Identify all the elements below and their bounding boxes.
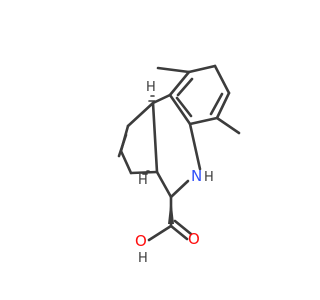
bond bbox=[168, 93, 192, 126]
bond bbox=[126, 101, 155, 128]
bond-nh-aryl bbox=[188, 122, 202, 171]
stereo-h-mid: H bbox=[138, 173, 148, 188]
bond bbox=[213, 64, 231, 95]
double-bond-co bbox=[173, 219, 193, 236]
bond bbox=[151, 93, 172, 105]
methyl-bond-top bbox=[156, 66, 191, 74]
molecule-structure: H H N H O H O bbox=[117, 64, 241, 266]
nitrogen-label: N bbox=[191, 167, 202, 185]
bond bbox=[155, 170, 173, 199]
methyl-bond-right bbox=[215, 116, 241, 135]
bond bbox=[187, 64, 217, 74]
carbonyl-oxygen-label: O bbox=[188, 230, 200, 248]
double-bond-inner bbox=[176, 77, 194, 97]
bond bbox=[188, 116, 219, 126]
bond bbox=[215, 91, 231, 120]
hash-bond-mid bbox=[142, 170, 150, 175]
hash-bond-top bbox=[148, 95, 156, 102]
bond bbox=[129, 170, 159, 175]
bond bbox=[168, 70, 191, 97]
bond-c-o bbox=[169, 224, 189, 241]
wedge-bond bbox=[168, 197, 174, 224]
double-bond-inner bbox=[175, 96, 193, 118]
hydroxyl-oxygen-label: O bbox=[135, 232, 147, 250]
aromatic-ring bbox=[151, 64, 231, 126]
stereo-h-top: H bbox=[146, 80, 156, 95]
bond-c-oh bbox=[147, 224, 173, 242]
nh-h-label: H bbox=[204, 170, 214, 185]
double-bond-inner bbox=[209, 92, 224, 116]
bond bbox=[151, 101, 159, 174]
bond-to-nh bbox=[169, 179, 190, 199]
double-bond-inner bbox=[117, 133, 128, 158]
cyclopentene-ring bbox=[117, 101, 159, 175]
hydroxyl-h-label: H bbox=[138, 251, 148, 266]
molecule-diagram: H H N H O H O bbox=[117, 64, 241, 266]
bond bbox=[119, 149, 133, 175]
